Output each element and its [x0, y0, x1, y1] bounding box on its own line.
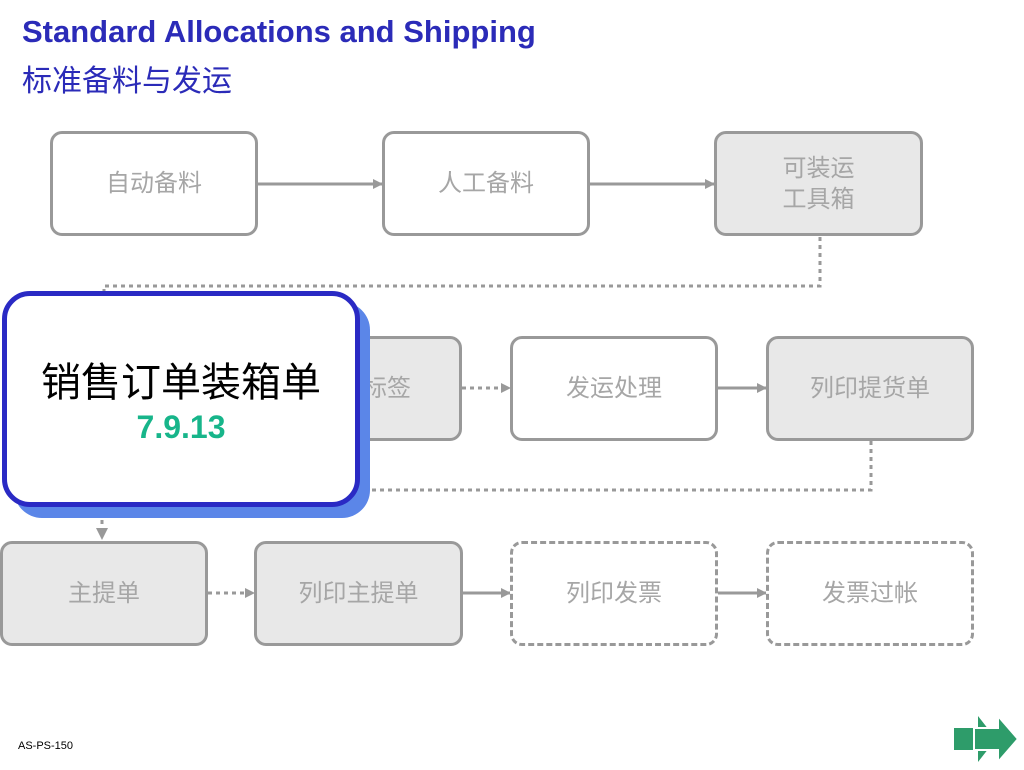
- double-right-arrow-icon: [954, 713, 1020, 765]
- page-code: AS-PS-150: [18, 740, 74, 752]
- callout-sales-order-packing-list[interactable]: 销售订单装箱单 7.9.13: [2, 291, 360, 507]
- flow-box-shippable-kit[interactable]: 可装运 工具箱: [714, 131, 923, 236]
- page-title-english: Standard Allocations and Shipping: [22, 14, 536, 49]
- flow-box-ship-process[interactable]: 发运处理: [510, 336, 718, 441]
- callout-section-code: 7.9.13: [136, 409, 226, 445]
- callout-title: 销售订单装箱单: [41, 360, 321, 406]
- dotted-connector-bol-to-row3: [100, 441, 873, 528]
- page-title-chinese: 标准备料与发运: [22, 64, 232, 99]
- flow-box-auto-allocation[interactable]: 自动备料: [50, 131, 258, 236]
- next-slide-button[interactable]: [952, 712, 1020, 770]
- flow-box-master-bill[interactable]: 主提单: [0, 541, 208, 646]
- flow-box-manual-allocation[interactable]: 人工备料: [382, 131, 590, 236]
- arrowhead-to-master-bill: [96, 528, 108, 540]
- flow-box-print-invoice[interactable]: 列印发票: [510, 541, 718, 646]
- flow-box-print-master-bill[interactable]: 列印主提单: [254, 541, 463, 646]
- flow-box-print-bill-of-lading[interactable]: 列印提货单: [766, 336, 974, 441]
- flow-box-post-invoice[interactable]: 发票过帐: [766, 541, 974, 646]
